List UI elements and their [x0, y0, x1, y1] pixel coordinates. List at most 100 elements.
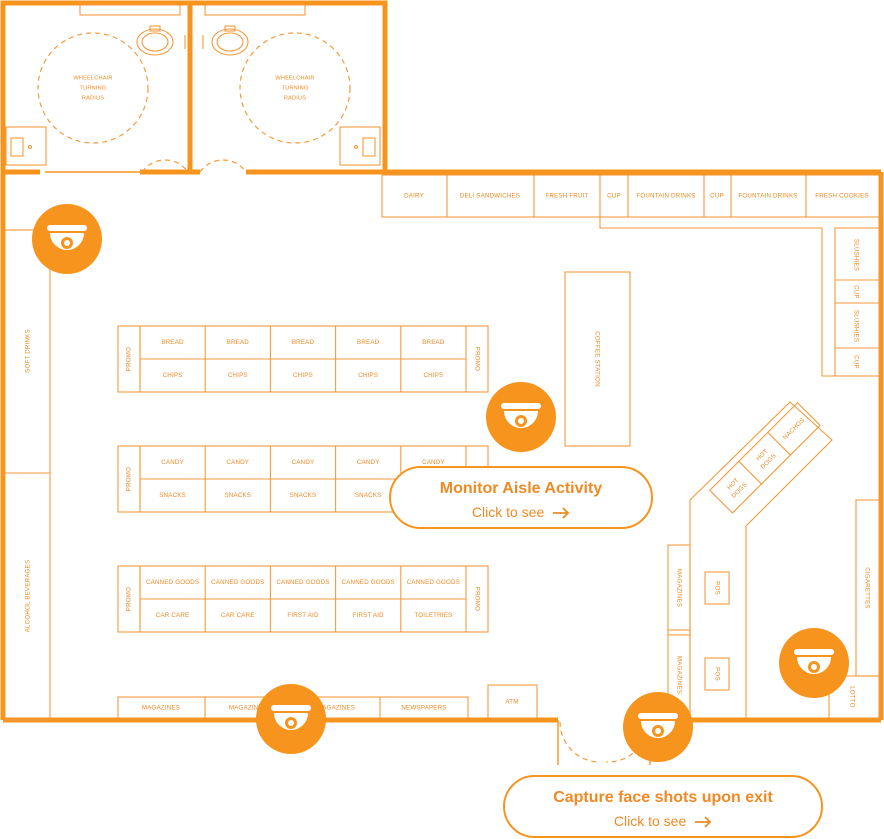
arrow-right-icon: [553, 507, 570, 519]
store-walls: [0, 169, 884, 765]
coffee-station: COFFEE STATION: [564, 271, 631, 447]
endcap-promo: PROMO: [126, 347, 133, 371]
svg-text:ATM: ATM: [505, 699, 518, 706]
shelf-label: CANNED GOODS: [342, 579, 395, 586]
callout-monitor-aisle[interactable]: Monitor Aisle Activity Click to see: [389, 466, 653, 529]
shelf-label: CAR CARE: [221, 612, 255, 619]
shelf-label: CHIPS: [423, 372, 443, 379]
pos-terminal: POS: [713, 667, 720, 681]
shelf-label: CHIPS: [163, 372, 183, 379]
toilet-icon: [136, 25, 174, 56]
case-cup: CUP: [607, 193, 621, 200]
wheelchair-label-left-3: RADIUS: [82, 95, 104, 101]
svg-text:COFFEE STATION: COFFEE STATION: [593, 331, 600, 387]
counter-magazines: MAGAZINES: [675, 656, 682, 694]
endcap-promo: PROMO: [126, 467, 133, 491]
right-wall-cases: SLUSHIES CUP SLUSHIES CUP: [834, 227, 880, 377]
case-cup: CUP: [852, 355, 859, 369]
shelf-label: TOILETRIES: [414, 612, 452, 619]
counter-magazines: MAGAZINES: [675, 569, 682, 607]
callout-cta[interactable]: Click to see: [391, 504, 651, 520]
rack-magazines: MAGAZINES: [229, 705, 267, 712]
callout-cta[interactable]: Click to see: [505, 813, 821, 829]
shelf-label: CHIPS: [293, 372, 313, 379]
shelf-label: SNACKS: [290, 492, 317, 499]
wheelchair-label-right-2: TURNING: [282, 85, 309, 91]
callout-cta-label: Click to see: [613, 813, 687, 829]
case-slushies: SLUSHIES: [852, 239, 859, 271]
sink-icon: [5, 126, 47, 166]
case-dairy: DAIRY: [404, 193, 424, 200]
back-wall-cases: DAIRY DELI SANDWICHES FRESH FRUIT CUP FO…: [381, 174, 883, 377]
food-nachos: NACHOS: [782, 417, 807, 442]
case-soft-drinks: SOFT DRINKS: [25, 329, 32, 373]
security-camera-icon: [47, 225, 87, 250]
aisles: PROMO PROMO BREAD CHIPS BREAD CHIPS BREAD CHIPS…: [117, 325, 489, 633]
svg-text:CIGARETTES: CIGARETTES: [863, 567, 870, 609]
shelf-label: CANNED GOODS: [146, 579, 199, 586]
shelf-label: SNACKS: [159, 492, 186, 499]
security-camera-icon: [501, 403, 541, 428]
rack-magazines: MAGAZINES: [142, 705, 180, 712]
camera-button-front[interactable]: [256, 684, 326, 754]
rack-magazines: MAGAZINES: [317, 705, 355, 712]
svg-text:LOTTO: LOTTO: [848, 686, 855, 708]
case-cup: CUP: [852, 285, 859, 299]
camera-button-aisle[interactable]: [486, 382, 556, 452]
rack-newspapers: NEWSPAPERS: [401, 705, 446, 712]
callout-capture-exit[interactable]: Capture face shots upon exit Click to se…: [503, 775, 823, 838]
shelf-label: BREAD: [292, 339, 315, 346]
cigarettes-case: CIGARETTES: [855, 499, 880, 677]
camera-button-counter[interactable]: [779, 628, 849, 698]
shelf-label: BREAD: [357, 339, 380, 346]
pos-terminal: POS: [713, 581, 720, 595]
camera-button-rear-left[interactable]: [32, 204, 102, 274]
shelf-label: CHIPS: [358, 372, 378, 379]
shelf-label: BREAD: [227, 339, 250, 346]
case-fountain-drinks: FOUNTAIN DRINKS: [738, 193, 797, 200]
security-camera-icon: [271, 705, 311, 730]
wheelchair-label-left-1: WHEELCHAIR: [73, 75, 112, 81]
case-slushies: SLUSHIES: [852, 310, 859, 342]
wheelchair-label-left-2: TURNING: [80, 85, 107, 91]
case-alcohol-beverages: ALCOHOL BEVERAGES: [25, 560, 32, 633]
sink-icon: [339, 126, 381, 166]
shelf-label: CANDY: [161, 459, 184, 466]
shelf-label: CHIPS: [228, 372, 248, 379]
shelf-label: BREAD: [422, 339, 445, 346]
wheelchair-label-right-1: WHEELCHAIR: [275, 75, 314, 81]
arrow-right-icon: [695, 816, 712, 828]
case-deli-sandwiches: DELI SANDWICHES: [460, 193, 520, 200]
shelf-label: CAR CARE: [156, 612, 190, 619]
shelf-label: CANNED GOODS: [407, 579, 460, 586]
shelf-label: FIRST AID: [353, 612, 385, 619]
wheelchair-radius-right: [239, 32, 351, 144]
shelf-label: CANNED GOODS: [276, 579, 329, 586]
callout-cta-label: Click to see: [471, 504, 545, 520]
shelf-label: SNACKS: [224, 492, 251, 499]
toilet-icon: [211, 25, 249, 56]
case-cup: CUP: [710, 193, 724, 200]
shelf-label: FIRST AID: [287, 612, 319, 619]
shelf-label: CANDY: [357, 459, 380, 466]
shelf-label: CANDY: [226, 459, 249, 466]
callout-title: Capture face shots upon exit: [553, 789, 773, 806]
restrooms: WHEELCHAIR TURNING RADIUS WHEELCHAIR TUR…: [0, 0, 388, 175]
case-fountain-drinks: FOUNTAIN DRINKS: [636, 193, 695, 200]
lotto-case: LOTTO: [828, 675, 880, 719]
shelf-label: CANDY: [292, 459, 315, 466]
shelf-label: SNACKS: [355, 492, 382, 499]
camera-button-exit[interactable]: [623, 692, 693, 762]
atm: ATM: [487, 684, 538, 719]
endcap-promo: PROMO: [473, 587, 480, 611]
shelf-label: CANDY: [422, 459, 445, 466]
shelf-label: CANNED GOODS: [211, 579, 264, 586]
security-camera-icon: [794, 649, 834, 674]
security-camera-icon: [638, 713, 678, 738]
wheelchair-label-right-3: RADIUS: [284, 95, 306, 101]
left-wall-cases: SOFT DRINKS ALCOHOL BEVERAGES: [4, 229, 51, 721]
callout-title: Monitor Aisle Activity: [439, 480, 603, 497]
